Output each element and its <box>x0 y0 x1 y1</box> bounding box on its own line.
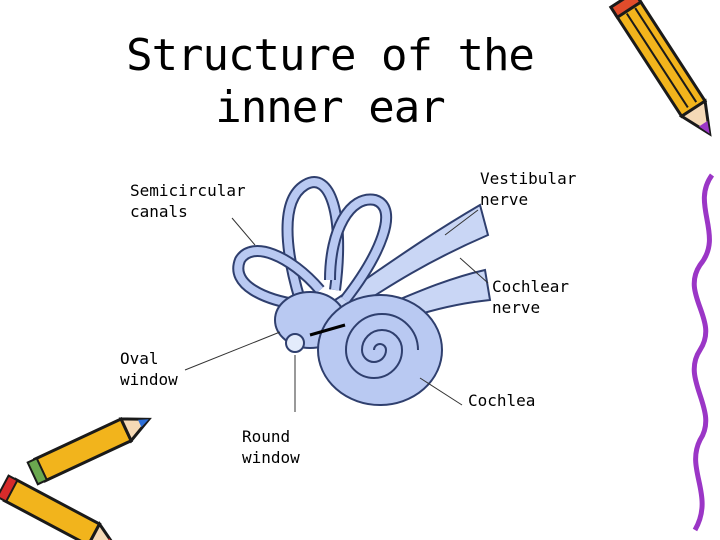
label-cochlea: Cochlea <box>468 391 536 410</box>
label-semicircular-canals: Semicircular canals <box>130 181 246 221</box>
leader-cochlea <box>419 377 463 406</box>
page-title: Structure of the inner ear <box>126 30 535 133</box>
leader-cochlear-nerve <box>459 257 489 284</box>
leader-oval-window <box>184 331 281 371</box>
label-cochlear-nerve: Cochlear nerve <box>492 277 570 317</box>
leader-vestibular <box>444 209 479 236</box>
leader-semicircular <box>231 217 256 246</box>
pencil-icon <box>608 0 712 137</box>
inner-ear-illustration <box>232 176 492 406</box>
label-round-window: Round window <box>242 427 300 467</box>
pencils-icon <box>0 416 152 540</box>
decorative-squiggle <box>691 173 715 532</box>
label-oval-window: Oval window <box>120 349 178 389</box>
label-vestibular-nerve: Vestibular nerve <box>480 169 577 209</box>
